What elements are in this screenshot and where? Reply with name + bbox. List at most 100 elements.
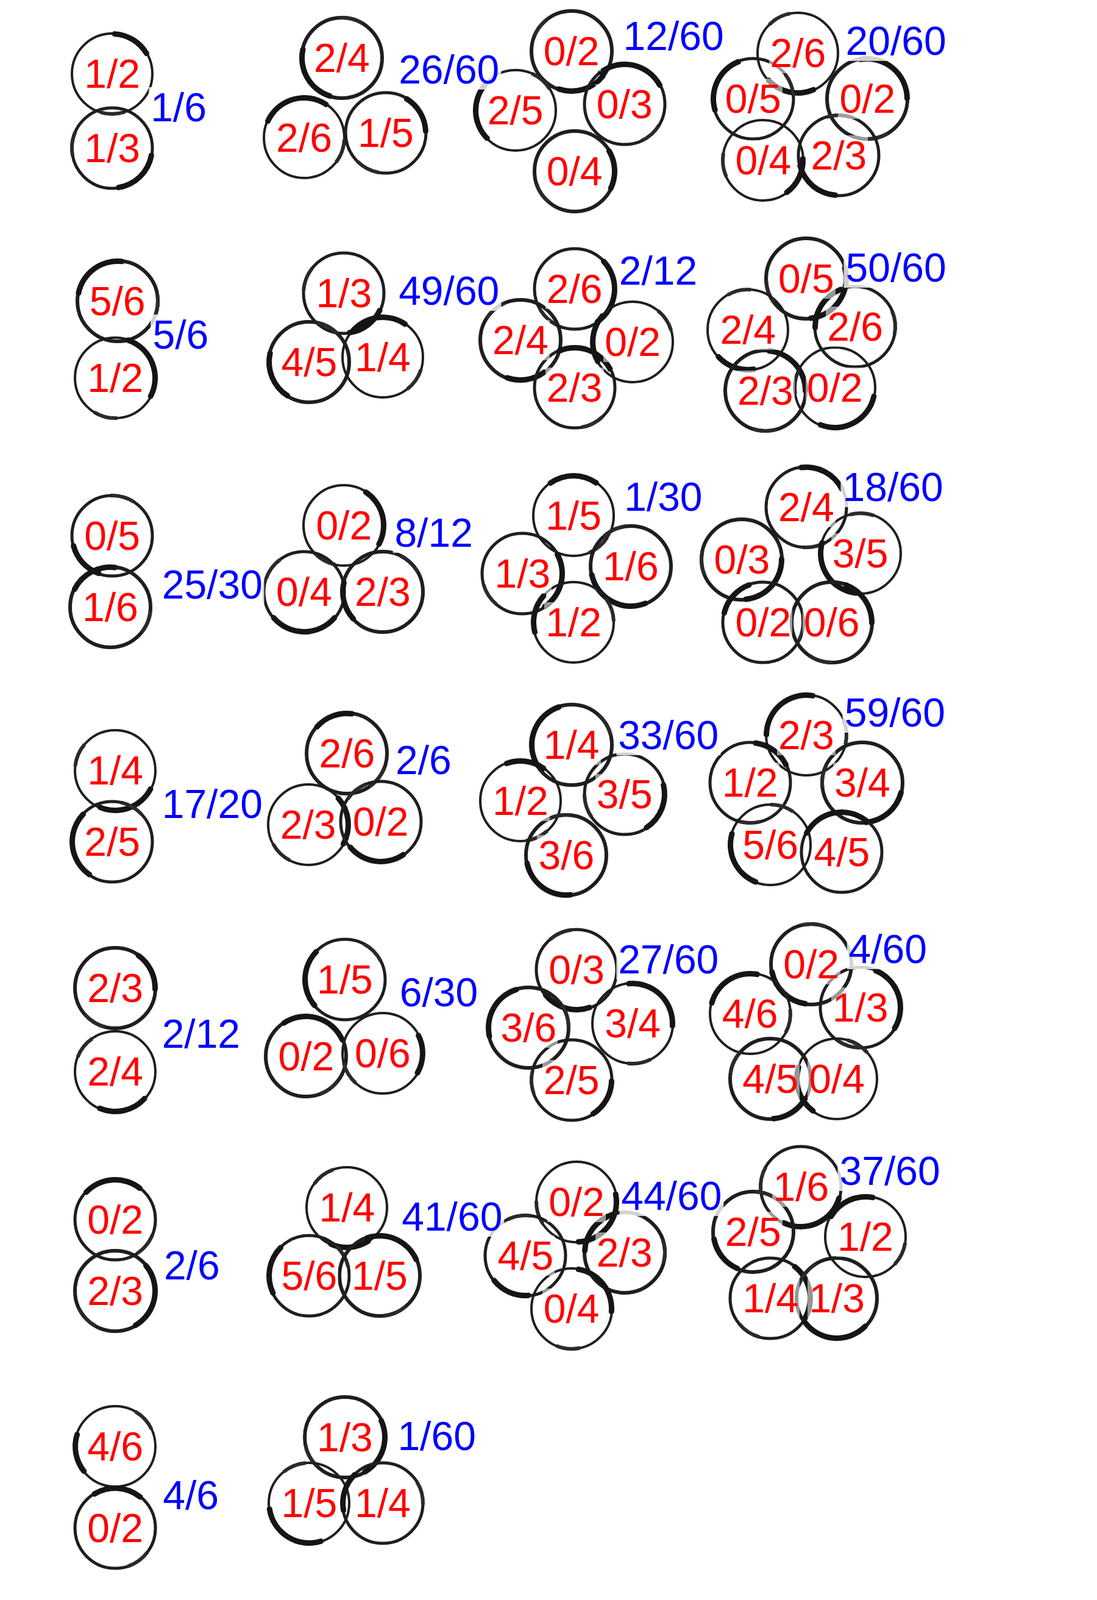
ring-stain: 2/3 <box>340 549 426 635</box>
total-label: 50/60 <box>844 247 949 288</box>
ring-stain: 0/2 <box>338 778 424 865</box>
fraction-text: 1/6 <box>81 586 140 628</box>
ring-thick-edge <box>770 802 795 813</box>
ring-thick-edge <box>507 1213 532 1221</box>
ring-stain: 1/3 <box>69 105 155 191</box>
ring-thick-edge <box>271 842 291 862</box>
ring-thick-edge <box>738 1322 760 1339</box>
fraction-text: 0/5 <box>82 515 142 556</box>
ring-stain: 2/3 <box>795 112 882 199</box>
ring-stain: 1/3 <box>794 1255 880 1341</box>
fraction-text: 2/5 <box>724 1211 783 1252</box>
fraction-text: 0/2 <box>351 801 411 842</box>
ring-thick-edge <box>783 73 795 97</box>
fraction-text: 4/5 <box>741 1058 800 1099</box>
total-label: 49/60 <box>396 270 501 311</box>
ring-thick-edge <box>768 11 792 26</box>
total-label: 12/60 <box>621 15 726 57</box>
ring-stain: 1/5 <box>343 90 429 176</box>
fraction-text: 0/6 <box>802 602 862 643</box>
fraction-text: 1/5 <box>544 495 603 536</box>
ring-stain: 1/2 <box>822 1193 909 1280</box>
ring-thick-edge <box>100 109 126 116</box>
ring-thick-edge <box>491 1277 532 1299</box>
ring-thick-edge <box>560 1004 572 1029</box>
ring-stain: 3/6 <box>485 984 572 1071</box>
ring-thick-edge <box>764 280 776 305</box>
fraction-text: 3/4 <box>833 762 892 803</box>
fraction-text: 1/2 <box>836 1216 895 1257</box>
fraction-text: 0/2 <box>314 505 373 546</box>
ring-thick-edge <box>530 71 551 91</box>
total-label: 1/6 <box>148 87 209 128</box>
ring-stain: 1/4 <box>340 314 426 400</box>
ring-stain: 1/4 <box>340 1460 426 1546</box>
total-label: 8/12 <box>392 512 475 553</box>
ring-thick-edge <box>347 844 406 865</box>
ring-thick-edge <box>627 1057 652 1066</box>
fraction-text: 0/2 <box>85 1199 145 1240</box>
fraction-text: 1/5 <box>356 112 416 153</box>
fraction-text: 0/3 <box>712 539 771 580</box>
fraction-text: 1/3 <box>493 553 552 594</box>
fraction-text: 2/6 <box>545 268 604 309</box>
fraction-text: 1/4 <box>85 750 145 791</box>
ring-thick-edge <box>415 1480 425 1505</box>
fraction-text: 0/2 <box>734 602 793 643</box>
ring-stain: 2/6 <box>261 95 347 181</box>
fraction-text: 2/3 <box>85 1270 145 1311</box>
ring-stain: 0/4 <box>261 549 347 635</box>
fraction-text: 0/2 <box>85 1507 145 1548</box>
ring-line <box>592 301 673 383</box>
ring-stain: 1/5 <box>266 1460 352 1546</box>
fraction-text: 2/3 <box>736 370 795 411</box>
fraction-text: 2/4 <box>491 319 550 361</box>
fraction-text: 5/6 <box>741 824 800 865</box>
fraction-text: 0/5 <box>777 258 836 299</box>
ring-thick-edge <box>504 369 547 383</box>
total-label: 26/60 <box>396 49 501 90</box>
ring-thick-edge <box>282 1461 306 1474</box>
fraction-text: 0/6 <box>353 1033 412 1074</box>
fraction-text: 1/3 <box>82 127 142 169</box>
ring-stain: 5/6 <box>727 802 813 888</box>
ring-stain: 2/5 <box>528 1037 615 1123</box>
fraction-text: 1/4 <box>741 1278 800 1319</box>
ring-thick-edge <box>319 1078 341 1096</box>
ring-stain: 2/6 <box>304 710 390 796</box>
ring-stain: 2/4 <box>299 15 385 101</box>
fraction-text: 1/3 <box>315 1416 375 1458</box>
ring-thick-edge <box>758 1165 768 1191</box>
ring-stain: 2/4 <box>705 287 791 373</box>
fraction-text: 1/4 <box>353 1482 412 1524</box>
ring-stain: 1/5 <box>530 472 617 559</box>
ring-stain: 1/2 <box>72 335 158 421</box>
fraction-text: 1/2 <box>720 762 780 803</box>
total-label: 18/60 <box>841 466 946 508</box>
ring-thick-edge <box>504 758 547 771</box>
ring-thick-edge <box>301 266 314 291</box>
total-label: 6/30 <box>397 972 480 1013</box>
ring-thick-edge <box>534 1201 545 1225</box>
ring-thick-edge <box>349 314 408 335</box>
ring-thick-edge <box>870 856 884 881</box>
ring-thick-edge <box>890 310 898 336</box>
fraction-text: 2/3 <box>353 571 412 612</box>
fraction-text: 4/5 <box>812 831 872 873</box>
ring-thick-edge <box>555 1343 581 1351</box>
ring-stain: 1/4 <box>727 1255 813 1341</box>
fraction-text: 2/4 <box>777 486 836 528</box>
total-label: 25/30 <box>160 564 265 605</box>
ring-thick-edge <box>727 287 752 297</box>
total-label: 27/60 <box>616 939 721 980</box>
ring-thick-edge <box>110 493 135 504</box>
fraction-text: 0/4 <box>545 151 604 192</box>
ring-stain: 3/6 <box>523 812 609 898</box>
ring-thick-edge <box>802 1319 868 1341</box>
ring-stain: 0/6 <box>340 1010 426 1096</box>
ring-stain: 4/6 <box>72 1403 158 1489</box>
fraction-text: 1/2 <box>85 357 145 398</box>
fraction-text: 3/4 <box>603 1003 662 1044</box>
fraction-text: 0/4 <box>542 1288 601 1329</box>
